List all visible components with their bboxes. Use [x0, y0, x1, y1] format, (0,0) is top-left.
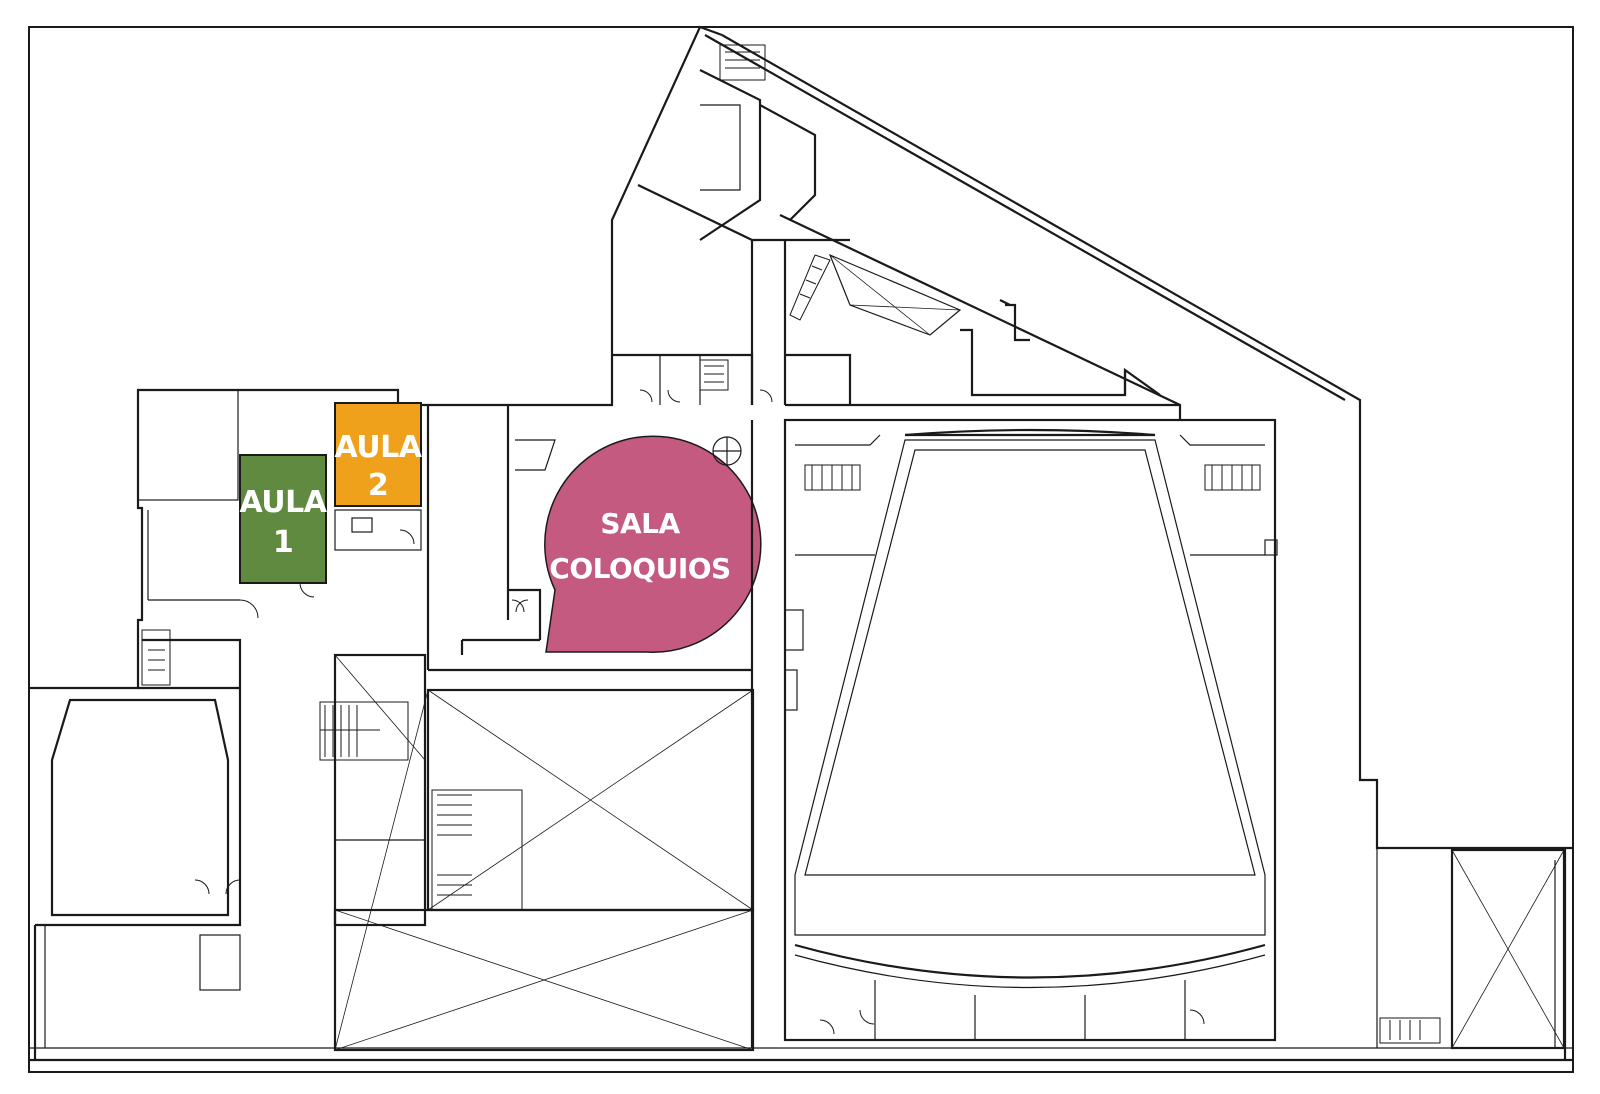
sala-coloquios-area [544, 435, 762, 653]
room-sala-coloquios[interactable]: SALA COLOQUIOS [544, 435, 762, 653]
north-wing [612, 44, 852, 405]
southeast-block [1376, 780, 1566, 1050]
room-aula-1[interactable]: AULA 1 [239, 454, 328, 598]
room-aula-2[interactable]: AULA 2 [334, 402, 423, 551]
aula-1-label-line1: AULA [240, 485, 328, 520]
sala-coloquios-label-line1: SALA [600, 507, 680, 540]
plan-frame [28, 26, 1574, 1073]
aula-2-area [334, 402, 422, 507]
auditorium [750, 403, 1278, 1048]
south-block [319, 653, 755, 1052]
northeast-wing [779, 214, 1182, 420]
central-corridor [426, 405, 752, 672]
aula-2-label-line1: AULA [335, 430, 423, 465]
aula-2-label-line2: 2 [368, 468, 388, 503]
building-outline [29, 25, 1573, 1062]
aula-1-label-line2: 1 [273, 525, 293, 560]
left-wing [35, 389, 259, 991]
sala-coloquios-label-line2: COLOQUIOS [549, 552, 730, 585]
aula-1-area [239, 454, 327, 584]
